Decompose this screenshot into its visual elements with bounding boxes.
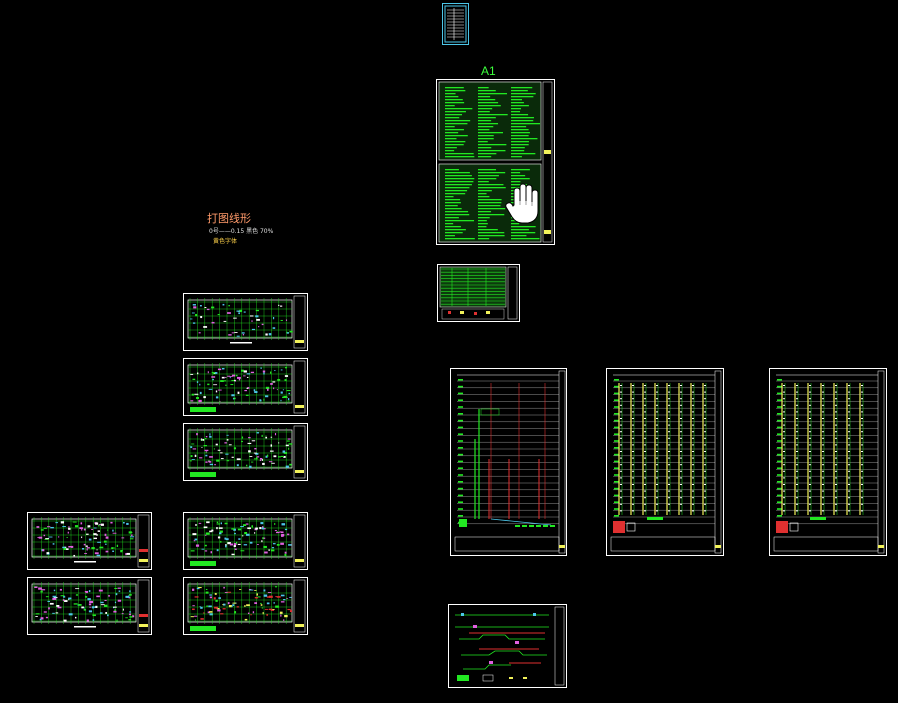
riser-diagram-sheet[interactable] [769,368,887,556]
pan-hand-icon [504,183,544,225]
riser-drawing [454,370,566,554]
floor-plan-sheet[interactable] [183,358,308,416]
floor-plan-sheet[interactable] [27,577,152,635]
floor-plan-sheet[interactable] [27,512,152,570]
plot-line-note-line: 0号——0.15 黑色 70% [209,228,274,235]
plot-line-note-sub: 黄色字体 [213,238,238,245]
plot-line-note-title: 打图线形 [207,212,251,225]
floor-plan-sheet[interactable] [183,577,308,635]
design-notes-content [438,81,553,243]
floor-plan-drawing [187,295,306,349]
riser-diagram-sheet[interactable] [606,368,724,556]
floor-plan-drawing [31,579,150,633]
sheet-size-label: A1 [481,64,496,78]
floor-plan-drawing [187,514,306,568]
material-table-content [439,266,518,320]
floor-plan-sheet[interactable] [183,423,308,481]
material-table-sheet[interactable] [437,264,520,322]
index-sheet[interactable] [442,3,469,45]
floor-plan-drawing [187,579,306,633]
floor-plan-drawing [31,514,150,568]
floor-plan-drawing [187,425,306,479]
floor-plan-sheet[interactable] [183,512,308,570]
riser-drawing [610,370,722,554]
detail-content [455,606,565,686]
riser-diagram-sheet[interactable] [450,368,567,556]
riser-drawing [773,370,885,554]
index-sheet-lines [444,5,467,43]
floor-plan-sheet[interactable] [183,293,308,351]
floor-plan-drawing [187,360,306,414]
detail-sheet[interactable] [448,604,567,688]
